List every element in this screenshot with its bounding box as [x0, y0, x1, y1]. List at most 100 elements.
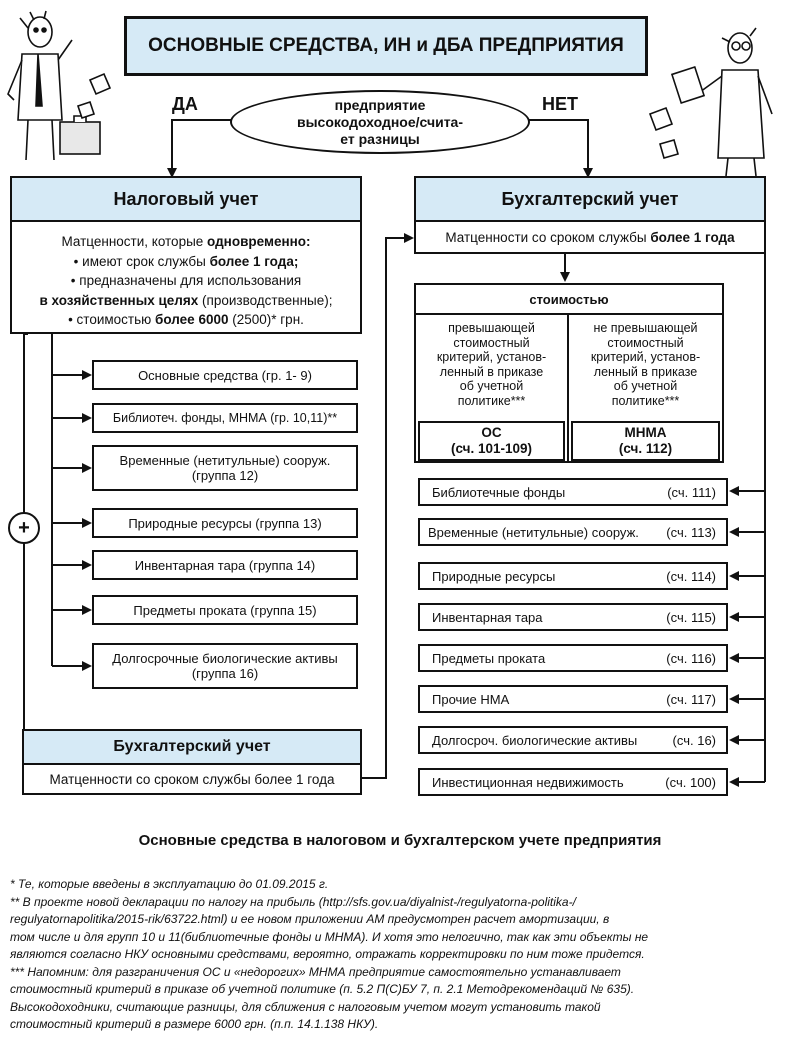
plus-circle-icon: + [8, 512, 40, 544]
question-line-1: предприятие [334, 96, 426, 113]
page-title-text: ОСНОВНЫЕ СРЕДСТВА, ИН и ДБА ПРЕДПРИЯТИЯ [148, 35, 624, 56]
footnote-line: являются согласно НКУ основными средства… [10, 947, 645, 961]
tax-item-label: Библиотеч. фонды, МНМА (гр. 10,11)** [112, 410, 338, 425]
tax-criteria-line-1: Матценности, которые одновременно: [61, 234, 311, 249]
cost-desc-line: стоимостный [607, 335, 684, 350]
page-title: ОСНОВНЫЕ СРЕДСТВА, ИН и ДБА ПРЕДПРИЯТИЯ [124, 16, 648, 76]
accounting-item-account: (сч. 16) [672, 732, 716, 748]
tax-item-label: Природные ресурсы (группа 13) [128, 515, 322, 531]
accounting-item-account: (сч. 117) [666, 691, 716, 707]
accounting-item-name: Инвестиционная недвижимость [432, 774, 624, 790]
accounting-item: Предметы проката (сч. 116) [418, 644, 728, 672]
low-value-assets-account: (сч. 112) [618, 441, 673, 456]
accounting-item-name: Прочие НМА [432, 691, 510, 707]
tax-accounting-header-text: Налоговый учет [113, 188, 259, 209]
tax-item: Инвентарная тара (группа 14) [92, 550, 358, 580]
tax-item-label: Инвентарная тара (группа 14) [134, 557, 316, 573]
tax-item: Природные ресурсы (группа 13) [92, 508, 358, 538]
bottom-accounting-header: Бухгалтерский учет [22, 729, 362, 765]
fixed-assets-label: ОС [481, 425, 502, 440]
accounting-criteria-text: Матценности со сроком службы более 1 год… [445, 229, 735, 245]
footnote-line: regulyatornapolitika/2015-rik/63722.html… [10, 912, 610, 926]
accounting-item-account: (сч. 116) [666, 650, 716, 666]
tax-criteria-box: Матценности, которые одновременно: • име… [10, 220, 362, 334]
bottom-accounting-criteria: Матценности со сроком службы более 1 год… [22, 763, 362, 795]
cost-desc-line: не превышающей [593, 321, 698, 335]
tax-criteria-line-2: • имеют срок службы более 1 года; [73, 253, 299, 269]
footnote-line: *** Напомним: для разграничения ОС и «не… [10, 964, 621, 979]
plus-sign: + [18, 516, 30, 539]
accounting-item: Библиотечные фонды (сч. 111) [418, 478, 728, 506]
accounting-item-account: (сч. 100) [665, 774, 716, 790]
tax-item: Библиотеч. фонды, МНМА (гр. 10,11)** [92, 403, 358, 433]
accounting-item: Инвентарная тара (сч. 115) [418, 603, 728, 631]
cost-header: стоимостью [414, 283, 724, 315]
accounting-item-name: Долгосроч. биологические активы [432, 732, 638, 748]
accounting-item: Прочие НМА (сч. 117) [418, 685, 728, 713]
accounting-item-account: (сч. 114) [666, 568, 716, 584]
tax-item-label: Временные (нетитульные) сооруж. [119, 453, 331, 468]
fixed-assets-result: ОС (сч. 101-109) [418, 421, 565, 461]
tax-item-label: Предметы проката (группа 15) [133, 602, 317, 618]
cost-desc-line: об учетной [613, 379, 678, 393]
accounting-header: Бухгалтерский учет [414, 176, 766, 222]
accounting-item-account: (сч. 111) [667, 484, 716, 500]
scientist-illustration [648, 27, 773, 177]
cost-desc-line: критерий, установ- [590, 350, 701, 364]
fixed-assets-account: (сч. 101-109) [450, 441, 533, 456]
cost-desc-line: ленный в приказе [593, 364, 698, 379]
tax-item: Временные (нетитульные) сооруж. (группа … [92, 445, 358, 491]
cost-desc-line: политике*** [611, 393, 680, 408]
accounting-item: Природные ресурсы (сч. 114) [418, 562, 728, 590]
accounting-item-name: Природные ресурсы [432, 568, 556, 584]
accounting-item-account: (сч. 115) [666, 609, 716, 625]
footnote-line: ** В проекте новой декларации по налогу … [10, 894, 576, 909]
accounting-item: Долгосроч. биологические активы (сч. 16) [418, 726, 728, 754]
tax-item-label-2: (группа 12) [191, 468, 259, 483]
accounting-item-name: Инвентарная тара [432, 609, 543, 625]
footnotes: * Те, которые введены в эксплуатацию до … [10, 876, 792, 1034]
no-label: НЕТ [542, 94, 578, 114]
cost-header-text: стоимостью [529, 291, 609, 307]
accounting-header-text: Бухгалтерский учет [501, 188, 679, 209]
footnote-line: Высокодоходники, считающие разницы, для … [10, 999, 601, 1014]
low-value-assets-label: МНМА [624, 425, 667, 440]
bottom-accounting-header-text: Бухгалтерский учет [113, 738, 271, 755]
question-line-3: ет разницы [340, 130, 420, 147]
cost-desc-line: политике*** [457, 393, 526, 408]
cost-desc-line: превышающей [448, 321, 535, 335]
footnote-line: том числе и для групп 10 и 11(библиотечн… [10, 929, 649, 944]
decision-ellipse: предприятие высокодоходное/счита- ет раз… [230, 90, 530, 154]
tax-criteria-line-5: • стоимостью более 6000 (2500)* грн. [68, 312, 304, 327]
tax-item-label: Основные средства (гр. 1- 9) [138, 367, 312, 383]
tax-item: Предметы проката (группа 15) [92, 595, 358, 625]
accounting-item: Инвестиционная недвижимость (сч. 100) [418, 768, 728, 796]
question-line-2: высокодоходное/счита- [296, 113, 464, 130]
footnote-line: стоимостный критерий в размере 6000 грн.… [10, 1017, 379, 1031]
accounting-criteria: Матценности со сроком службы более 1 год… [414, 220, 766, 254]
businessman-illustration [7, 10, 112, 161]
tax-criteria-line-4: в хозяйственных целях (производственные)… [39, 292, 333, 308]
accounting-item-name: Временные (нетитульные) сооруж. [428, 524, 639, 540]
footnote-line: стоимостный критерий в приказе об учетно… [10, 982, 635, 996]
cost-desc-line: об учетной [459, 379, 524, 393]
figure-caption: Основные средства в налоговом и бухгалте… [138, 832, 662, 849]
yes-label: ДА [172, 94, 198, 114]
tax-item: Основные средства (гр. 1- 9) [92, 360, 358, 390]
tax-criteria-line-3: • предназначены для использования [70, 273, 302, 288]
accounting-item: Временные (нетитульные) сооруж. (сч. 113… [418, 518, 728, 546]
cost-desc-line: критерий, установ- [436, 350, 547, 364]
tax-item-label: Долгосрочные биологические активы [112, 651, 338, 666]
tax-item-label-2: (группа 16) [191, 666, 259, 681]
tax-item: Долгосрочные биологические активы (групп… [92, 643, 358, 689]
accounting-item-name: Предметы проката [432, 650, 546, 666]
bottom-accounting-criteria-text: Матценности со сроком службы более 1 год… [49, 771, 335, 787]
cost-desc-line: ленный в приказе [439, 364, 544, 379]
accounting-item-name: Библиотечные фонды [432, 484, 566, 500]
low-value-assets-result: МНМА (сч. 112) [571, 421, 720, 461]
cost-desc-line: стоимостный [453, 335, 530, 350]
tax-accounting-header: Налоговый учет [10, 176, 362, 222]
footnote-line: * Те, которые введены в эксплуатацию до … [10, 877, 329, 891]
accounting-item-account: (сч. 113) [666, 524, 716, 540]
